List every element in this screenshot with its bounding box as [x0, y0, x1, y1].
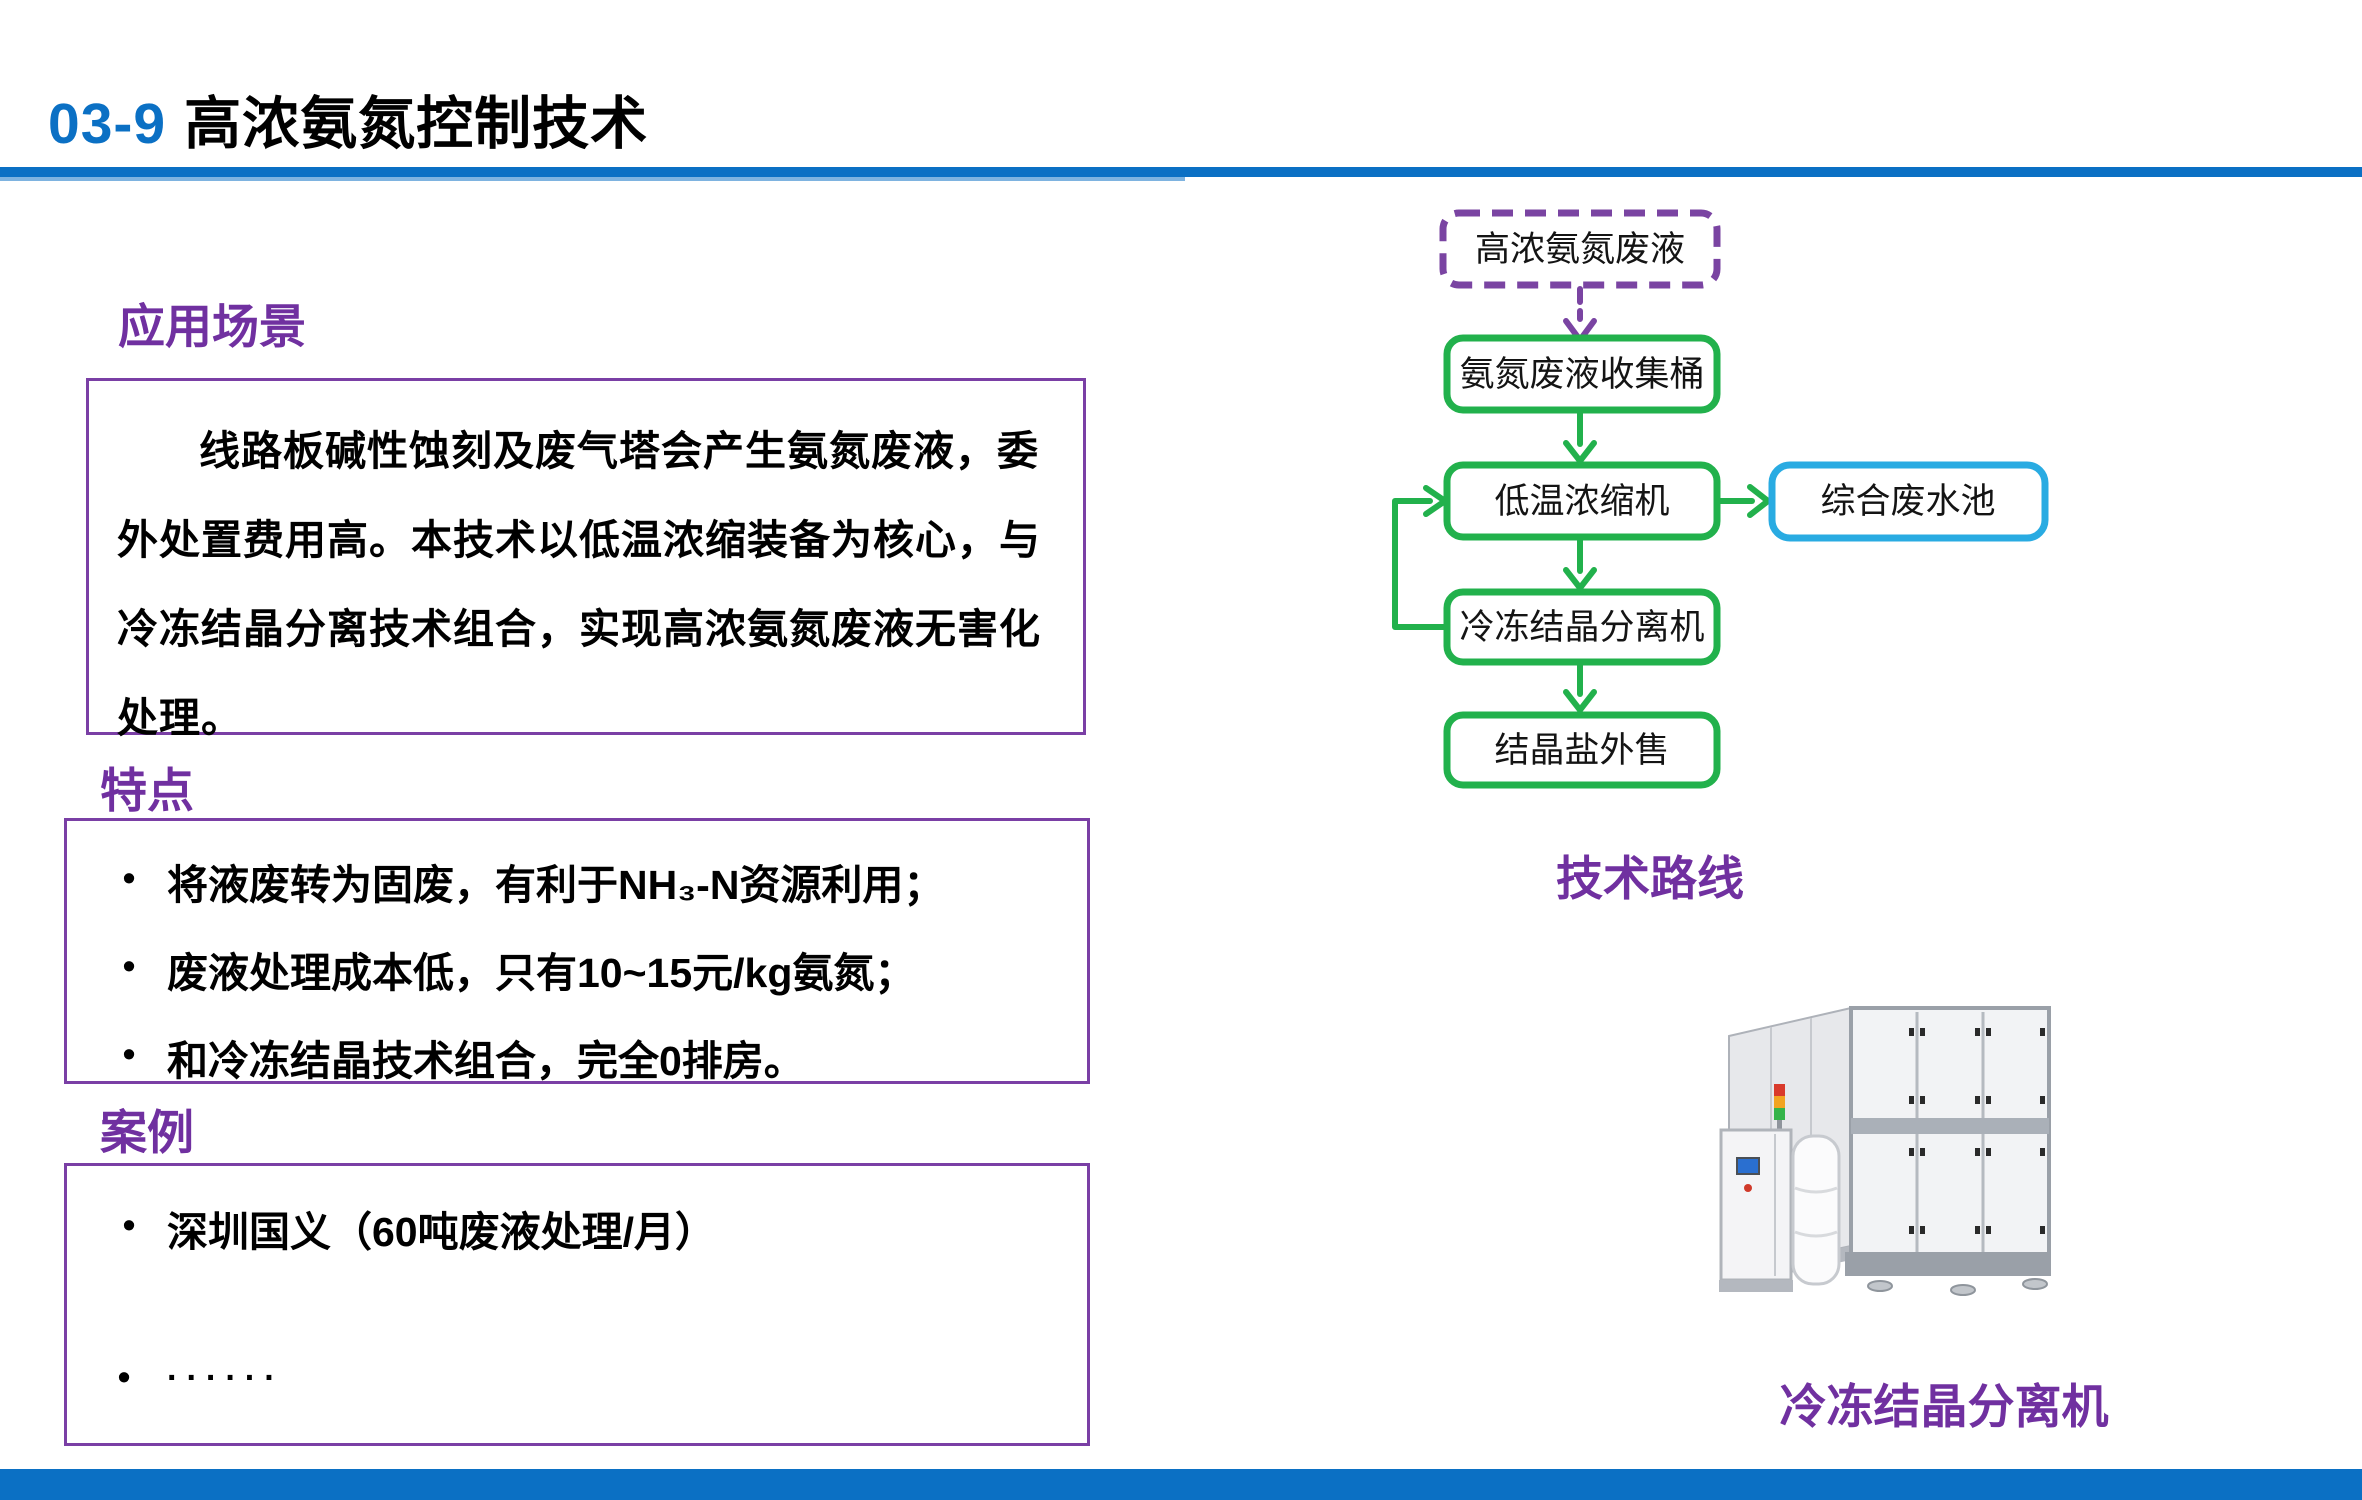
features-list: • 将液废转为固废，有利于NH₃-N资源利用； • 废液处理成本低，只有10~1…	[91, 851, 1063, 1087]
flow-arrow-source-collect	[1563, 286, 1597, 346]
flow-node-collect: 氨氮废液收集桶	[1443, 334, 1721, 414]
svg-text:结晶盐外售: 结晶盐外售	[1494, 731, 1669, 770]
flow-arrow-freeze-salt	[1563, 659, 1597, 715]
title-divider-accent	[0, 177, 1185, 181]
section-heading-features: 特点	[100, 764, 194, 817]
svg-text:氨氮废液收集桶: 氨氮废液收集桶	[1459, 355, 1704, 394]
process-flowchart: 高浓氨氮废液 氨氮废液收集桶 低温浓缩机 综合废水池 冷冻结晶分离机	[1392, 209, 2049, 789]
bullet-icon: •	[122, 945, 136, 986]
feature-text: 将液废转为固废，有利于NH₃-N资源利用；	[167, 862, 945, 908]
application-box: 线路板碱性蚀刻及废气塔会产生氨氮废液，委外处置费用高。本技术以低温浓缩装备为核心…	[86, 378, 1086, 741]
svg-text:高浓氨氮废液: 高浓氨氮废液	[1475, 230, 1685, 269]
flow-arrow-concentrate-pool	[1714, 484, 1773, 518]
cases-box: • 深圳国义（60吨废液处理/月） • ......	[64, 1163, 1090, 1446]
flow-node-salt: 结晶盐外售	[1443, 711, 1721, 789]
title-divider	[0, 167, 2362, 177]
flowchart-caption: 技术路线	[1556, 852, 1744, 905]
list-item: • 将液废转为固废，有利于NH₃-N资源利用；	[91, 851, 1063, 911]
list-item: • ......	[91, 1350, 1063, 1404]
equipment-photo	[1719, 1006, 2051, 1296]
list-item: • 和冷冻结晶技术组合，完全0排房。	[91, 1027, 1063, 1087]
feature-text: 和冷冻结晶技术组合，完全0排房。	[167, 1038, 805, 1084]
flow-node-source: 高浓氨氮废液	[1439, 209, 1721, 289]
machine-stack-light	[1774, 1084, 1785, 1130]
footer-bar	[0, 1469, 2362, 1500]
feature-text: 废液处理成本低，只有10~15元/kg氨氮；	[167, 950, 916, 996]
flow-arrow-collect-concentrate	[1563, 407, 1597, 466]
list-item: • 深圳国义（60吨废液处理/月）	[91, 1198, 1063, 1258]
flow-node-pool: 综合废水池	[1768, 461, 2049, 542]
flow-node-concentrate: 低温浓缩机	[1443, 461, 1721, 541]
section-heading-application: 应用场景	[118, 300, 306, 353]
flow-arrow-concentrate-freeze	[1563, 534, 1597, 593]
list-item: • 废液处理成本低，只有10~15元/kg氨氮；	[91, 939, 1063, 999]
flow-node-freeze: 冷冻结晶分离机	[1443, 588, 1721, 666]
svg-text:综合废水池: 综合废水池	[1820, 482, 1995, 521]
flow-arrow-freeze-concentrate-recycle	[1392, 485, 1450, 630]
bullet-icon: •	[122, 1033, 136, 1074]
machine-cylinder	[1791, 1134, 1841, 1286]
svg-text:低温浓缩机: 低温浓缩机	[1494, 482, 1669, 521]
machine-control-cabinet	[1719, 1128, 1793, 1292]
page-title-number: 03-9	[48, 92, 167, 156]
section-heading-cases: 案例	[100, 1106, 194, 1159]
bullet-icon: •	[122, 1204, 136, 1245]
svg-text:冷冻结晶分离机: 冷冻结晶分离机	[1459, 608, 1704, 647]
case-text: 深圳国义（60吨废液处理/月）	[167, 1209, 716, 1255]
bullet-icon: •	[122, 857, 136, 898]
page-title: 03-9 高浓氨氮控制技术	[48, 78, 648, 160]
case-text: ......	[167, 1350, 284, 1388]
equipment-caption: 冷冻结晶分离机	[1779, 1380, 2109, 1433]
application-body: 线路板碱性蚀刻及废气塔会产生氨氮废液，委外处置费用高。本技术以低温浓缩装备为核心…	[117, 428, 1041, 741]
cases-list: • 深圳国义（60吨废液处理/月） • ......	[91, 1198, 1063, 1404]
bullet-icon: •	[117, 1356, 141, 1397]
page-title-text: 高浓氨氮控制技术	[184, 92, 649, 156]
features-box: • 将液废转为固废，有利于NH₃-N资源利用； • 废液处理成本低，只有10~1…	[64, 818, 1090, 1084]
machine-front-face	[1845, 1006, 2051, 1296]
